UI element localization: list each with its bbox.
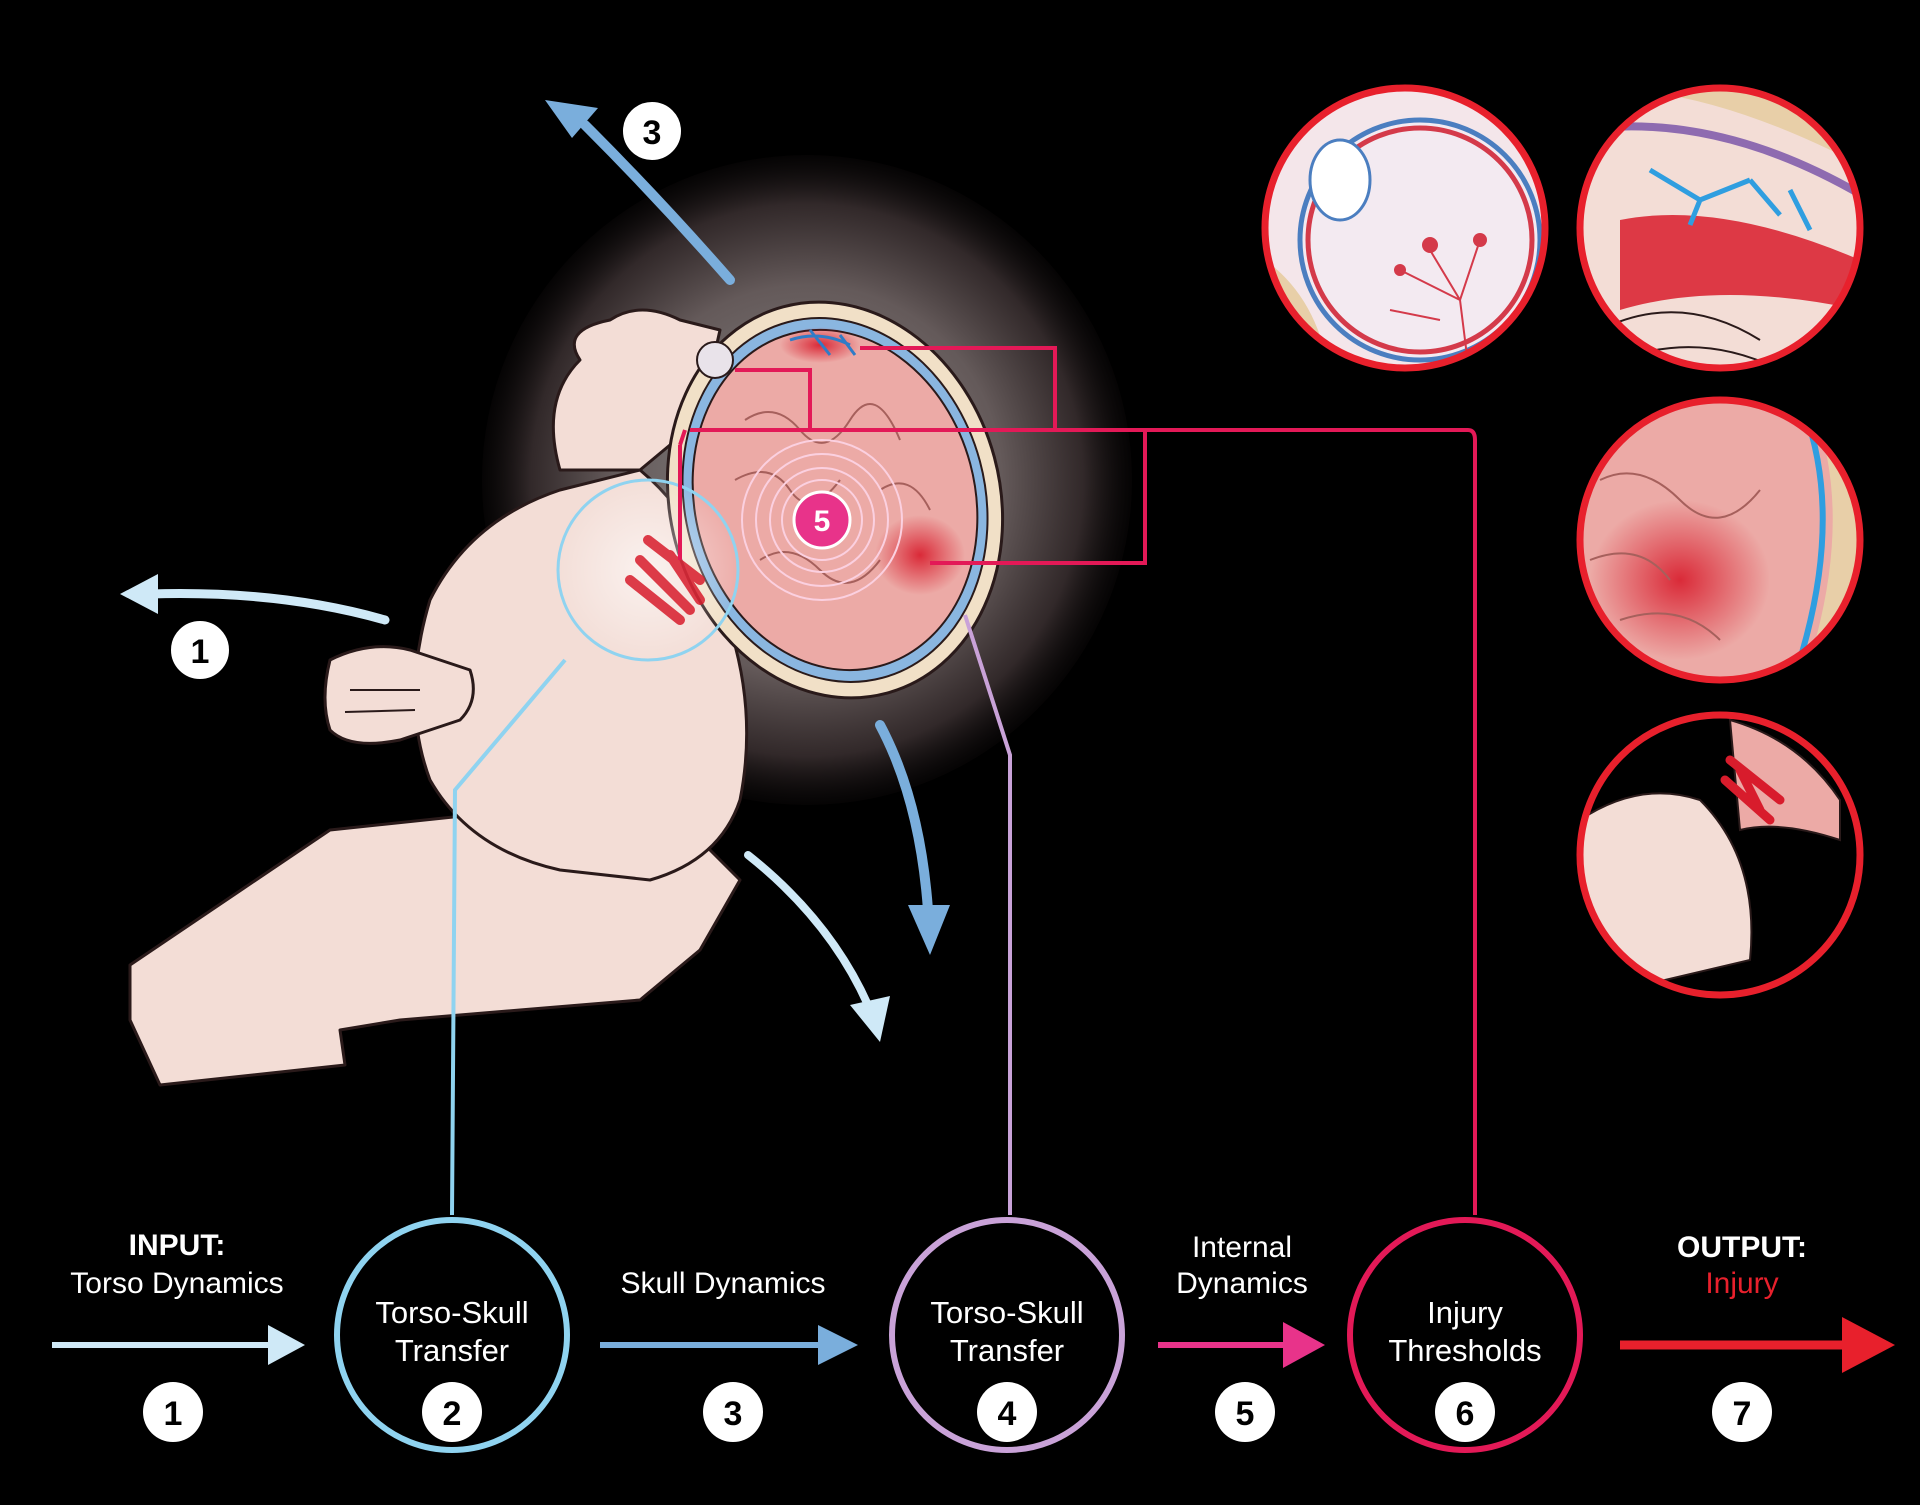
node-4-line1: Torso-Skull — [930, 1295, 1083, 1330]
output-heading: OUTPUT: — [1677, 1231, 1807, 1264]
numbered-badge-icon — [1215, 1382, 1275, 1442]
curved-arrow-icon — [875, 720, 933, 915]
motion-label-1: 1 — [191, 633, 210, 671]
internal-dynamics-line2: Dynamics — [1176, 1267, 1308, 1300]
arrow-right-icon — [600, 1325, 858, 1365]
motion-arrow-down-light — [744, 851, 890, 1042]
baby-figure — [128, 308, 749, 1087]
curved-arrow-icon — [744, 851, 872, 1009]
node-torso-skull-transfer-2 — [334, 1217, 570, 1453]
input-text: Torso Dynamics — [70, 1267, 283, 1300]
step-1: 1 — [164, 1395, 183, 1433]
numbered-badge-icon — [703, 1382, 763, 1442]
connector-neck-to-node-2 — [450, 658, 567, 1216]
motion-arrow-down-blue — [875, 720, 950, 955]
numbered-badge-icon — [792, 490, 852, 550]
connector-skull-to-node-4 — [963, 614, 1012, 1215]
step-2: 2 — [443, 1395, 462, 1433]
impact-rings: 5 — [741, 439, 903, 601]
detail-neck-injury — [1576, 711, 1864, 999]
motion-badge-1: 1 — [169, 619, 231, 681]
arrow-right-icon — [1620, 1317, 1895, 1373]
detail-brain-hemorrhage — [1576, 396, 1864, 684]
node-torso-skull-transfer-4 — [889, 1217, 1125, 1453]
step-4: 4 — [998, 1395, 1017, 1433]
neck-zoom-circle — [556, 478, 740, 662]
node-6-line1: Injury — [1427, 1295, 1503, 1330]
step-6: 6 — [1456, 1395, 1475, 1433]
output-text: Injury — [1705, 1267, 1778, 1300]
internal-dynamics-line1: Internal — [1192, 1231, 1292, 1264]
input-heading: INPUT: — [129, 1229, 226, 1262]
step-5: 5 — [1236, 1395, 1255, 1433]
numbered-badge-icon — [621, 100, 683, 162]
motion-badge-3: 3 — [621, 100, 683, 162]
arrow-right-icon — [52, 1325, 305, 1365]
brain-center-label: 5 — [814, 505, 831, 538]
curved-arrow-icon — [145, 589, 390, 625]
node-2-line2: Transfer — [395, 1333, 509, 1368]
skull-dynamics-label: Skull Dynamics — [620, 1267, 825, 1300]
detail-retinal-hemorrhage — [1261, 84, 1549, 372]
motion-arrow-3 — [545, 100, 735, 285]
numbered-badge-icon — [1712, 1382, 1772, 1442]
numbered-badge-icon — [1435, 1382, 1495, 1442]
curved-arrow-icon — [580, 120, 735, 285]
motion-label-3: 3 — [643, 114, 662, 152]
node-injury-thresholds-6 — [1347, 1217, 1583, 1453]
baby-hand — [323, 645, 475, 745]
step-7: 7 — [1733, 1395, 1752, 1433]
node-4-line2: Transfer — [950, 1333, 1064, 1368]
numbered-badge-icon — [143, 1382, 203, 1442]
motion-arrow-1 — [120, 574, 390, 625]
detail-subdural-veins — [1576, 84, 1864, 372]
connector-brain-to-node-6 — [678, 346, 1477, 1215]
step-3: 3 — [724, 1395, 743, 1433]
numbered-badge-icon — [169, 619, 231, 681]
node-6-line2: Thresholds — [1388, 1333, 1541, 1368]
step-badges: 1 2 3 4 5 6 7 — [143, 1382, 1772, 1442]
arrow-right-icon — [1158, 1322, 1325, 1368]
eye — [696, 341, 734, 379]
pipeline: INPUT: Torso Dynamics Torso-Skull Transf… — [52, 1217, 1895, 1453]
node-2-line1: Torso-Skull — [375, 1295, 528, 1330]
numbered-badge-icon — [977, 1382, 1037, 1442]
numbered-badge-icon — [422, 1382, 482, 1442]
